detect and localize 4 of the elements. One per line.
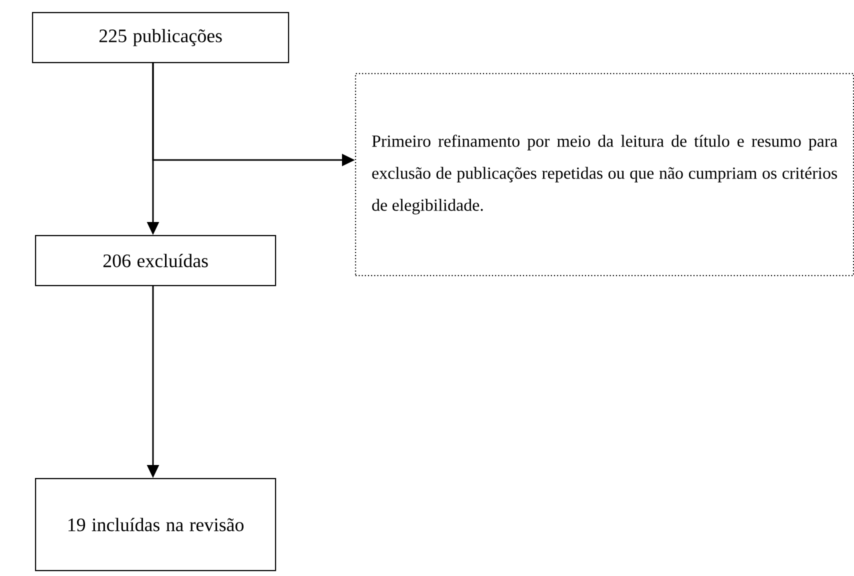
process-box: 225 publicações [32, 12, 290, 64]
process-box: 19 incluídas na revisão [35, 478, 276, 572]
note-box: Primeiro refinamento por meio da leitura de título e resumo para exclusão de publicações repetidas ou que não cumpriam os critérios de elegibilidade. [355, 73, 854, 276]
process-box: 206 excluídas [35, 235, 276, 286]
